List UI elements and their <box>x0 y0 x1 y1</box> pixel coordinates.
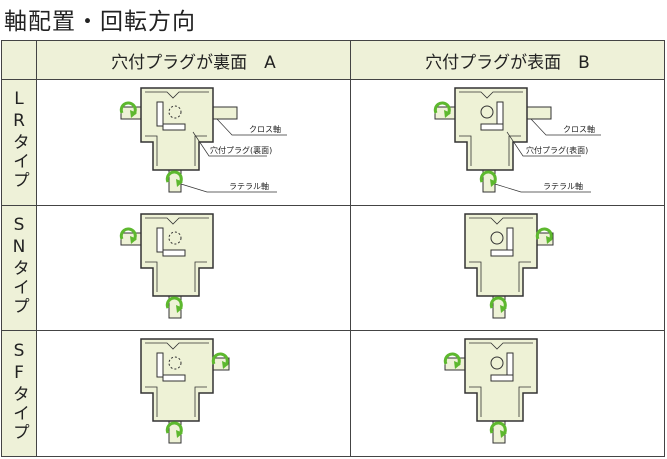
rotation-arrow-bottom-icon <box>479 170 497 188</box>
corner-header <box>1 39 37 81</box>
hidden-plug-icon <box>168 356 182 370</box>
row-sn: SNタイプ <box>1 204 665 332</box>
gearbox-diagram <box>140 338 230 444</box>
row-label-sf-cell: SFタイプ <box>1 330 37 457</box>
label-cross-shaft: クロス軸 <box>249 124 281 134</box>
bracket <box>156 352 164 378</box>
housing-rib <box>459 91 523 167</box>
housing-rib <box>145 91 209 167</box>
bracket <box>156 227 164 253</box>
rotation-arrow-bottom-icon <box>165 421 183 439</box>
hidden-plug-icon <box>168 231 182 245</box>
rotation-arrow-left-icon <box>433 101 451 119</box>
header-row: 穴付プラグが裏面 A 穴付プラグが表面 B <box>1 39 665 81</box>
plug-icon <box>490 356 504 370</box>
plug-seat <box>490 249 514 257</box>
shaft-arrangement-table: 穴付プラグが裏面 A 穴付プラグが表面 B LRタイプ クロス軸穴付プラグ(裏面… <box>1 39 665 457</box>
gearbox-diagram <box>464 213 554 319</box>
bracket <box>506 352 514 378</box>
row-lr: LRタイプ クロス軸穴付プラグ(裏面) ラテラル軸 クロス軸穴付プラグ(表面) ラテ… <box>1 79 665 206</box>
row-sf: SFタイプ <box>1 330 665 457</box>
gearbox-diagram <box>443 338 538 444</box>
housing-rib <box>145 342 209 418</box>
rotation-arrow-left-icon <box>443 352 461 370</box>
label-plug: 穴付プラグ(裏面) <box>210 145 272 155</box>
page-title: 軸配置・回転方向 <box>4 9 196 35</box>
rotation-arrow-right-icon <box>211 352 229 370</box>
column-header-b: 穴付プラグが表面 B <box>350 39 665 81</box>
leader-lines <box>494 118 601 193</box>
rotation-arrow-bottom-icon <box>489 296 507 313</box>
rotation-arrow-left-icon <box>119 101 137 119</box>
plug-seat <box>162 374 186 382</box>
bracket <box>156 101 164 127</box>
bracket <box>496 101 504 127</box>
gearbox-diagram <box>119 213 214 319</box>
diagram-lr-a: クロス軸穴付プラグ(裏面) ラテラル軸 <box>36 79 351 206</box>
leader-lines <box>180 118 287 193</box>
plug-icon <box>490 231 504 245</box>
label-plug: 穴付プラグ(表面) <box>526 145 588 155</box>
plug-icon <box>480 105 494 119</box>
hidden-plug-icon <box>168 105 182 119</box>
housing-rib <box>145 217 209 292</box>
diagram-lr-b: クロス軸穴付プラグ(表面) ラテラル軸 <box>350 79 665 206</box>
housing-rib <box>469 342 533 418</box>
label-lateral-shaft: ラテラル軸 <box>229 181 269 191</box>
row-label-lr: LRタイプ <box>9 89 29 191</box>
label-cross-shaft: クロス軸 <box>563 124 595 134</box>
diagram-sf-a <box>36 330 351 457</box>
rotation-arrow-left-icon <box>119 227 137 244</box>
row-label-lr-cell: LRタイプ <box>1 79 37 206</box>
plug-seat <box>490 374 514 382</box>
column-header-a: 穴付プラグが裏面 A <box>36 39 351 81</box>
diagram-sn-a <box>36 204 351 332</box>
label-lateral-shaft: ラテラル軸 <box>543 181 583 191</box>
row-label-sf: SFタイプ <box>9 340 29 442</box>
plug-seat <box>162 249 186 257</box>
housing-rib <box>469 217 533 292</box>
rotation-arrow-bottom-icon <box>165 170 183 188</box>
right-shaft <box>524 106 552 120</box>
rotation-arrow-bottom-icon <box>165 296 183 313</box>
diagram-sf-b <box>350 330 665 457</box>
row-label-sn: SNタイプ <box>9 215 29 317</box>
plug-seat <box>480 123 504 131</box>
rotation-arrow-bottom-icon <box>489 421 507 439</box>
rotation-arrow-right-icon <box>535 227 553 244</box>
row-label-sn-cell: SNタイプ <box>1 204 37 332</box>
diagram-sn-b <box>350 204 665 332</box>
bracket <box>506 227 514 253</box>
plug-seat <box>162 123 186 131</box>
right-shaft <box>210 106 238 120</box>
